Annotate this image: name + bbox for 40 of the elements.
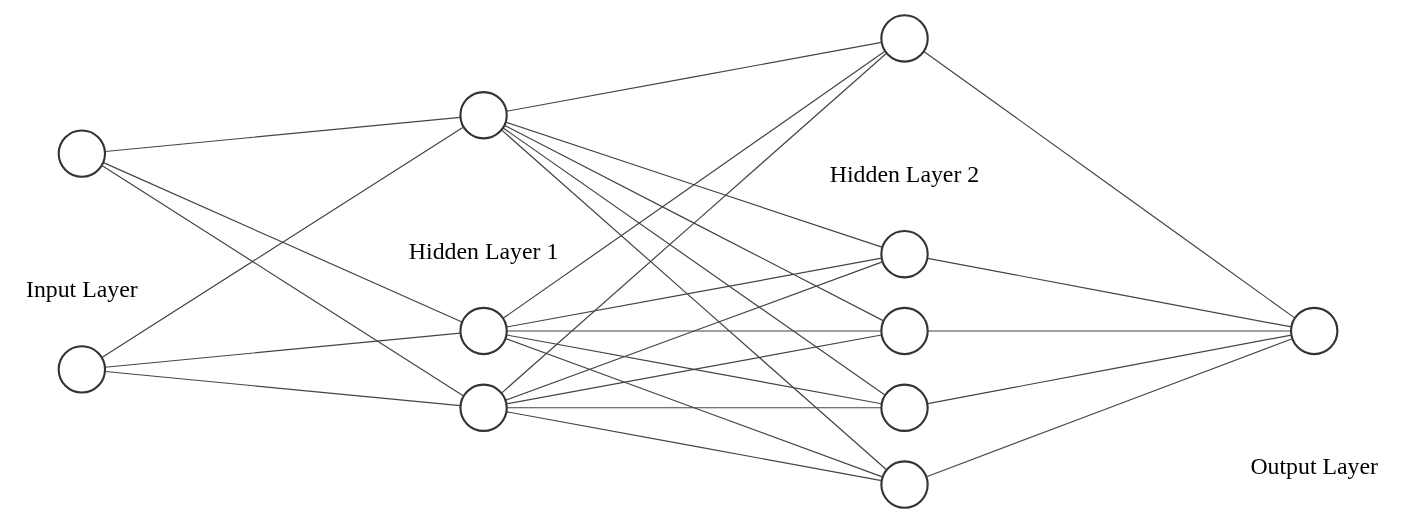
node-circle xyxy=(880,229,929,278)
label: Input Layer xyxy=(25,275,138,302)
node-circle xyxy=(57,128,107,178)
label: Output Layer xyxy=(1250,452,1379,479)
node-circle xyxy=(880,383,929,432)
node-circle xyxy=(57,344,107,394)
node-circle xyxy=(1290,306,1339,355)
connector xyxy=(926,337,1293,477)
label: Hidden Layer 2 xyxy=(829,160,980,187)
connector xyxy=(502,50,886,319)
connector xyxy=(927,333,1292,404)
connector xyxy=(505,337,883,477)
connector xyxy=(501,129,888,470)
node-circle xyxy=(459,90,508,139)
connector xyxy=(505,121,883,248)
node-circle xyxy=(880,306,929,355)
connector xyxy=(506,333,883,404)
connector xyxy=(104,116,461,152)
connector xyxy=(503,124,885,321)
connector xyxy=(101,164,465,396)
connector xyxy=(104,370,461,406)
connector xyxy=(506,406,882,408)
connector xyxy=(506,329,882,332)
connector xyxy=(101,126,465,358)
node-circle xyxy=(459,383,508,432)
connector xyxy=(102,161,463,323)
connector xyxy=(506,257,883,328)
connector xyxy=(927,329,1292,332)
connector xyxy=(104,332,461,368)
connector xyxy=(505,260,883,401)
connector xyxy=(923,50,1296,318)
connector xyxy=(502,127,886,396)
node-circle xyxy=(880,459,929,509)
node-circle xyxy=(880,13,929,63)
connector xyxy=(506,410,883,481)
node-circle xyxy=(459,306,508,355)
label: Hidden Layer 1 xyxy=(408,237,559,264)
connector xyxy=(501,52,888,393)
connector xyxy=(506,41,883,112)
connector xyxy=(927,257,1292,328)
